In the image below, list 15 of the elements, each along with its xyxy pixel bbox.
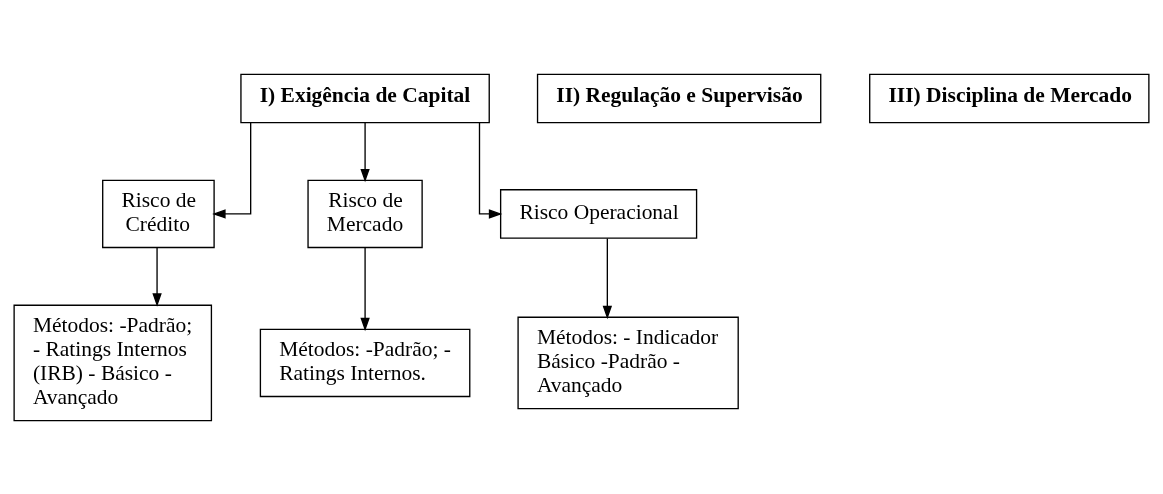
node-box: II) Regulação e Supervisão: [536, 73, 822, 123]
node-box: I) Exigência de Capital: [240, 73, 490, 123]
arrow: [602, 237, 613, 319]
node-box: Métodos: - Indicador Básico -Padrão - Avançado: [517, 316, 739, 409]
arrow: [360, 121, 370, 182]
node-box: III) Disciplina de Mercado: [869, 73, 1150, 123]
node-box: Risco de Mercado: [307, 179, 423, 248]
arrow: [152, 246, 162, 307]
node-box: Métodos: -Padrão; - Ratings Internos.: [259, 328, 471, 397]
arrow: [360, 246, 370, 331]
node-box: Risco Operacional: [499, 188, 698, 239]
node-box: Risco de Crédito: [102, 179, 215, 248]
arrow: [478, 121, 503, 219]
node-box: Métodos: -Padrão; - Ratings Internos (IRB) - Básico - Avançado: [13, 304, 213, 421]
arrow: [212, 121, 252, 219]
